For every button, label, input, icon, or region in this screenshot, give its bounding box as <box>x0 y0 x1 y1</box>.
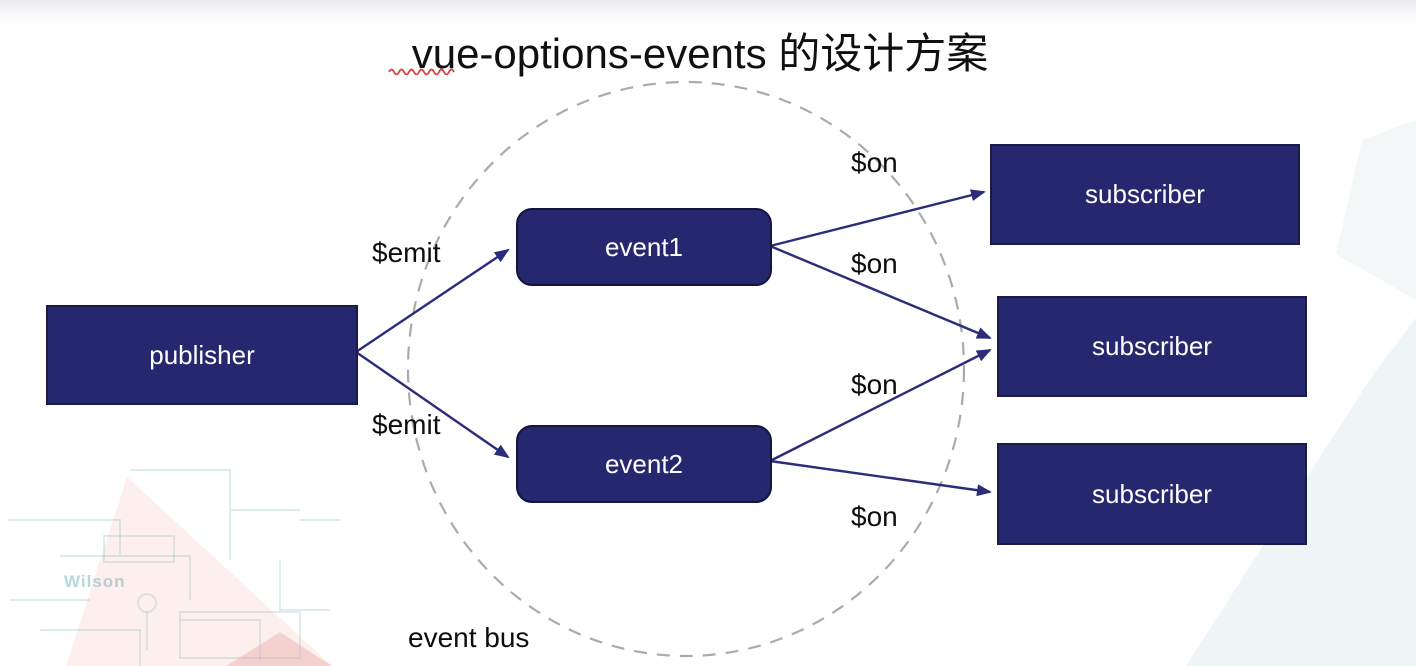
on-label-4: $on <box>851 501 898 532</box>
subscriber1-node: subscriber <box>990 144 1300 245</box>
on-arrow-event1-to-subscriber2 <box>769 244 992 340</box>
subscriber1-label: subscriber <box>1085 179 1205 209</box>
watermark-triangle-corner <box>226 632 332 666</box>
subscriber3-node: subscriber <box>997 443 1307 545</box>
subscriber3-label: subscriber <box>1092 478 1212 509</box>
slide-title: vue-options-events 的设计方案 <box>411 30 989 77</box>
emit-arrow-to-event1 <box>355 248 510 353</box>
emit-label-2: $emit <box>372 409 441 440</box>
event1-label: event1 <box>604 231 684 262</box>
watermark-triangle <box>66 477 332 666</box>
publisher-label: publisher <box>149 339 255 370</box>
on-arrow-event2-to-subscriber3 <box>769 459 992 497</box>
top-edge-strip <box>0 0 1416 26</box>
subscriber2-node: subscriber <box>997 296 1307 397</box>
on-label-2: $on <box>851 248 898 279</box>
event-bus-circle <box>406 80 966 658</box>
on-label-3: $on <box>851 369 898 400</box>
publisher-node: publisher <box>46 305 358 405</box>
watermark-text: Wilson <box>64 572 126 591</box>
on-arrow-event2-to-subscriber2 <box>769 348 992 463</box>
on-label-1: $on <box>851 147 898 178</box>
spellcheck-squiggle <box>388 68 455 75</box>
watermark-diagonal-band-upper <box>1336 120 1416 300</box>
subscriber2-label: subscriber <box>1092 331 1212 361</box>
event2-label: event2 <box>604 448 684 479</box>
event1-node: event1 <box>516 208 772 286</box>
emit-label-1: $emit <box>372 237 441 268</box>
on-arrow-event1-to-subscriber1 <box>769 189 986 248</box>
watermark-circuit-pattern <box>8 469 340 666</box>
event-bus-label: event bus <box>408 622 530 653</box>
emit-arrow-to-event2 <box>355 351 510 459</box>
event2-node: event2 <box>516 425 772 503</box>
